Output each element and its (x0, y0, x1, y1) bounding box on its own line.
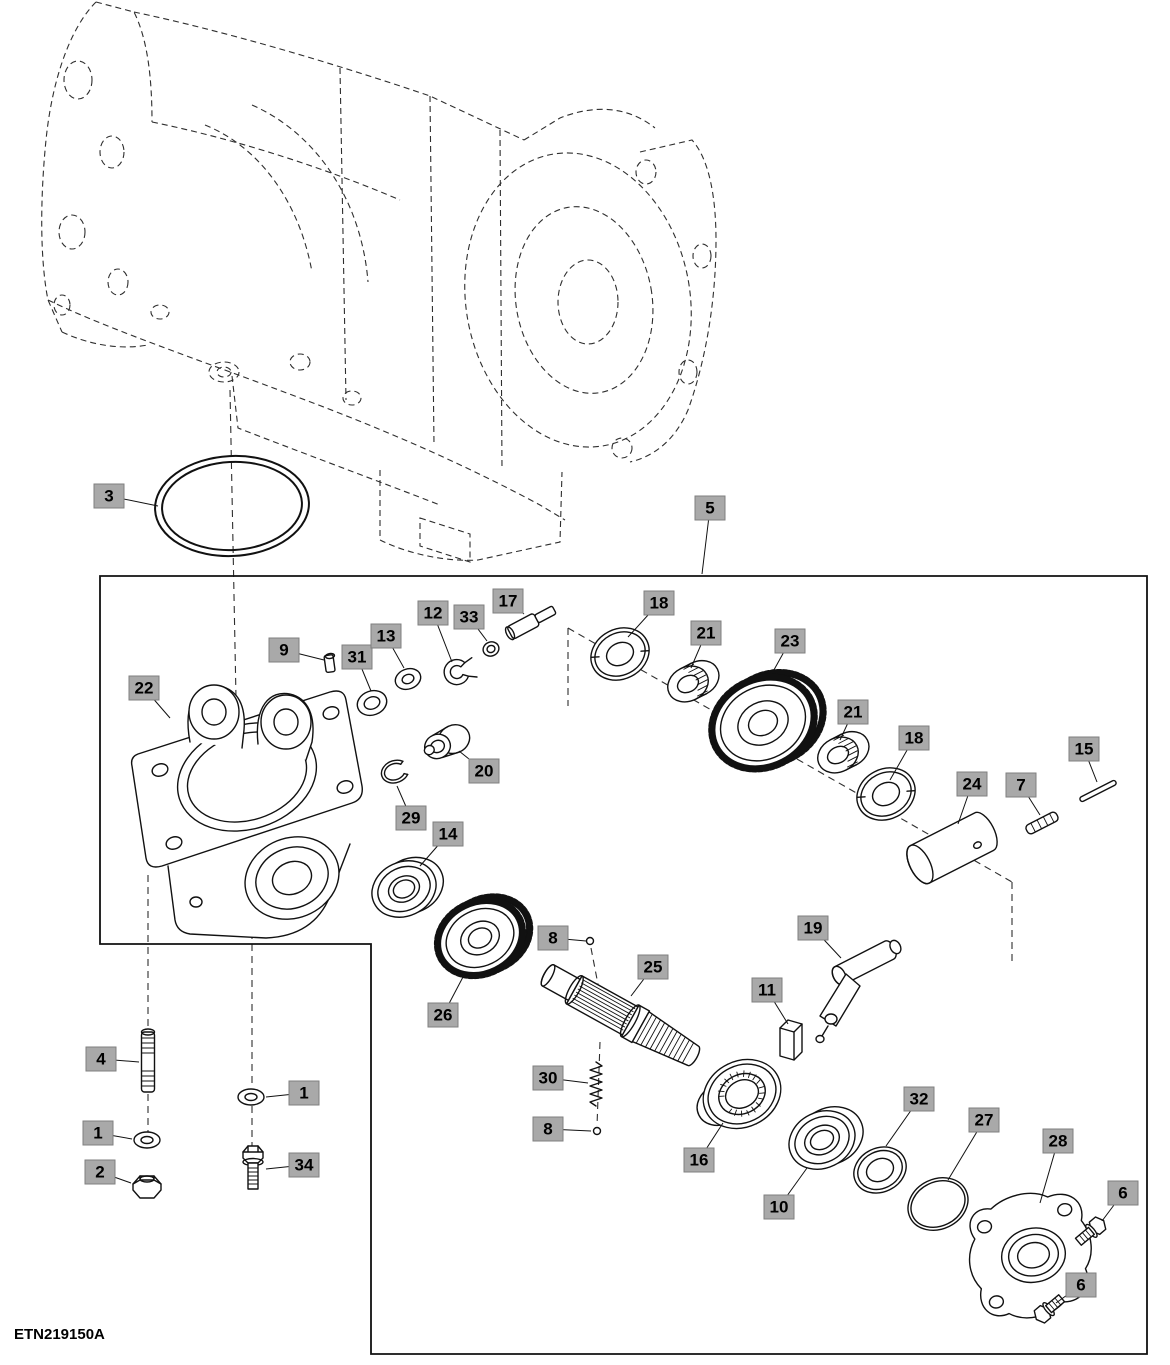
callout-6b[interactable]: 6 (1065, 1272, 1097, 1298)
part-driven-gear-26 (433, 893, 534, 980)
callout-32[interactable]: 32 (903, 1086, 935, 1112)
callout-26[interactable]: 26 (427, 1002, 459, 1028)
part-washer-1b (133, 1131, 161, 1149)
assembly-border (99, 575, 1148, 1355)
callout-14[interactable]: 14 (432, 821, 464, 847)
part-bearing-cover-28 (968, 1192, 1092, 1319)
callout-8a[interactable]: 8 (537, 925, 569, 951)
part-oil-seal-32 (853, 1146, 907, 1194)
part-nut-33 (482, 641, 500, 657)
part-shift-arm-19 (815, 939, 902, 1044)
callout-12[interactable]: 12 (417, 600, 449, 626)
callout-1b[interactable]: 1 (82, 1120, 114, 1146)
part-stud-4 (140, 1028, 156, 1093)
callout-18a[interactable]: 18 (643, 590, 675, 616)
part-cap-screw-34 (242, 1145, 264, 1190)
callout-31[interactable]: 31 (341, 644, 373, 670)
callout-3[interactable]: 3 (93, 483, 125, 509)
part-ball-bearing-10 (788, 1106, 864, 1170)
part-bolt-6a (1074, 1216, 1107, 1246)
callout-4[interactable]: 4 (85, 1046, 117, 1072)
callout-10[interactable]: 10 (763, 1194, 795, 1220)
callout-18b[interactable]: 18 (898, 725, 930, 751)
callout-19[interactable]: 19 (797, 915, 829, 941)
callout-8b[interactable]: 8 (532, 1116, 564, 1142)
part-detent-ball-8a (585, 936, 595, 946)
callout-21b[interactable]: 21 (837, 699, 869, 725)
part-dowel-pin-9 (323, 652, 336, 674)
callout-11[interactable]: 11 (751, 977, 783, 1003)
callout-22[interactable]: 22 (128, 675, 160, 701)
part-needle-bearing-21b (817, 730, 870, 774)
part-washer-13 (394, 667, 422, 691)
part-drive-gear-23 (708, 668, 827, 773)
callout-9[interactable]: 9 (268, 637, 300, 663)
callout-34[interactable]: 34 (288, 1152, 320, 1178)
callout-5[interactable]: 5 (694, 495, 726, 521)
part-spring-pin-7 (1025, 811, 1059, 835)
transmission-housing-phantom (41, 1, 717, 563)
callout-20[interactable]: 20 (468, 758, 500, 784)
part-shift-block-11 (779, 1019, 803, 1061)
part-pto-shaft-25 (540, 963, 701, 1067)
part-pin-15 (1079, 779, 1117, 803)
callout-33[interactable]: 33 (453, 604, 485, 630)
callout-2[interactable]: 2 (84, 1159, 116, 1185)
part-o-ring-3 (154, 454, 310, 558)
part-ball-bearing-14 (371, 856, 444, 918)
part-lock-clip-12 (443, 656, 478, 686)
callout-7[interactable]: 7 (1005, 772, 1037, 798)
callout-24[interactable]: 24 (956, 771, 988, 797)
callout-16[interactable]: 16 (683, 1147, 715, 1173)
part-coupler-16 (696, 1058, 782, 1130)
part-thrust-washer-18a (590, 627, 650, 681)
callout-30[interactable]: 30 (532, 1065, 564, 1091)
callout-28[interactable]: 28 (1042, 1128, 1074, 1154)
part-pto-housing-22 (130, 684, 363, 939)
part-thrust-washer-18b (856, 767, 916, 821)
callout-17[interactable]: 17 (492, 588, 524, 614)
part-o-ring-27 (907, 1177, 969, 1231)
part-needle-bearing-21a (667, 659, 720, 703)
callout-21a[interactable]: 21 (690, 620, 722, 646)
callout-15[interactable]: 15 (1068, 736, 1100, 762)
callout-25[interactable]: 25 (637, 954, 669, 980)
part-bolt-6b (1033, 1294, 1066, 1324)
callout-6a[interactable]: 6 (1107, 1180, 1139, 1206)
callout-23[interactable]: 23 (774, 628, 806, 654)
part-detent-spring-30 (589, 1061, 603, 1107)
callout-13[interactable]: 13 (370, 623, 402, 649)
callout-1a[interactable]: 1 (288, 1080, 320, 1106)
callout-27[interactable]: 27 (968, 1107, 1000, 1133)
part-idler-shaft-24 (906, 811, 998, 885)
part-nut-2 (132, 1175, 162, 1199)
part-snap-ring-29 (380, 759, 409, 784)
part-detent-ball-8b (592, 1126, 602, 1136)
part-plug-20 (423, 724, 471, 760)
part-shaft-end-17 (504, 605, 557, 641)
callout-29[interactable]: 29 (395, 805, 427, 831)
drawing-code: ETN219150A (14, 1326, 105, 1343)
part-seal-ring-31 (356, 689, 388, 717)
part-washer-1a (237, 1088, 265, 1106)
